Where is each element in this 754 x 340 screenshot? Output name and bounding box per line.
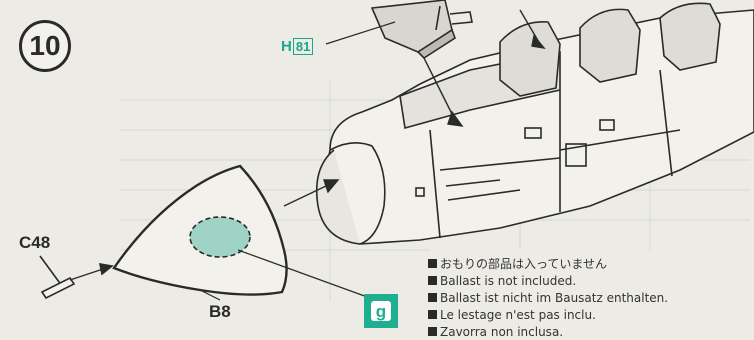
note-french: Le lestage n'est pas inclu. <box>428 306 750 323</box>
seat-arrows <box>423 9 546 127</box>
note-text: Ballast is not included. <box>440 273 577 288</box>
nosecone-insert-arrow <box>283 179 340 207</box>
canopy-part-h81 <box>370 0 473 60</box>
note-japanese: おもりの部品は入っていません <box>428 255 750 272</box>
note-text: Ballast ist nicht im Bausatz enthalten. <box>440 290 669 305</box>
step-number-badge: 10 <box>19 20 71 72</box>
b8-leader-line <box>197 288 221 301</box>
note-german: Ballast ist nicht im Bausatz enthalten. <box>428 289 750 306</box>
step-number: 10 <box>29 30 61 61</box>
part-ref-h81-letter: H <box>281 38 292 55</box>
part-ref-h81: H 81 <box>281 38 314 55</box>
note-text: Zavorra non inclusa. <box>440 324 564 339</box>
ballast-leader-line <box>237 249 371 299</box>
fuselage-nose-section <box>315 2 754 245</box>
part-ref-h81-number: 81 <box>292 38 314 55</box>
ballast-notes: おもりの部品は入っていません Ballast is not included. … <box>428 255 750 340</box>
pitot-tube-c48 <box>39 255 114 300</box>
note-text: Le lestage n'est pas inclu. <box>440 307 596 322</box>
note-text: おもりの部品は入っていません <box>440 257 608 271</box>
bullet-square-icon <box>428 276 437 285</box>
bullet-square-icon <box>428 327 437 336</box>
paint-color-badge: g <box>364 294 398 328</box>
part-ref-c48: C48 <box>19 233 51 252</box>
note-english: Ballast is not included. <box>428 272 750 289</box>
bullet-square-icon <box>428 293 437 302</box>
bullet-square-icon <box>428 310 437 319</box>
ballast-area <box>189 216 251 258</box>
paint-color-letter: g <box>371 301 391 321</box>
note-italian: Zavorra non inclusa. <box>428 323 750 340</box>
nose-cone-b8 <box>112 164 288 296</box>
bullet-square-icon <box>428 259 437 268</box>
h81-leader-line <box>325 21 396 45</box>
part-ref-b8: B8 <box>209 302 231 321</box>
